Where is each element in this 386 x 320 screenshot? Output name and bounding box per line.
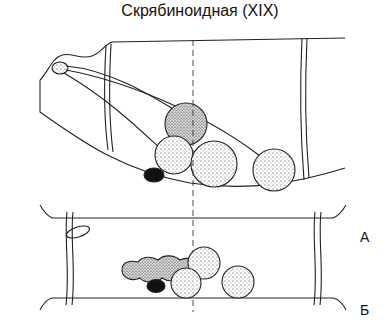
figure-letter: Б (360, 302, 369, 318)
figure-a (40, 38, 345, 191)
figure-letter: А (360, 229, 369, 245)
figure-b (40, 205, 346, 310)
figure-title: Скрябиноидная (XIX) (121, 2, 278, 20)
